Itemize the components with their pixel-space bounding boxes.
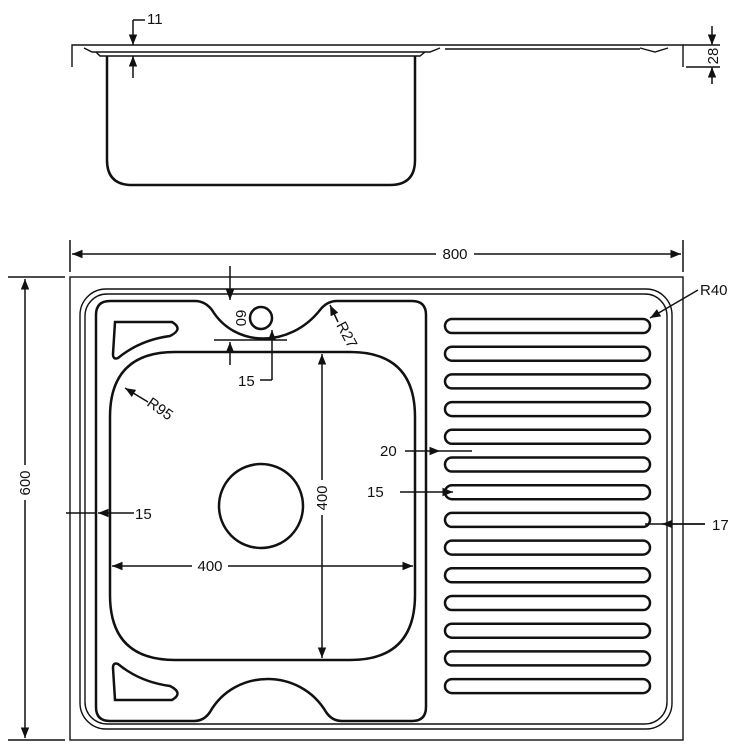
side-bowl: [105, 56, 417, 187]
drainer-rib: [443, 456, 652, 473]
drainer-rib: [443, 345, 652, 362]
drainer-ribs: [443, 317, 652, 695]
dim-side-margin-label: 15: [135, 506, 152, 523]
drainer-rib: [443, 511, 652, 529]
dim-bowl-width-label: 400: [197, 558, 222, 575]
dim-width-label: 800: [442, 246, 467, 263]
dim-flange-label: 11: [147, 11, 163, 28]
drainer-rib: [443, 400, 652, 418]
drainer-rib: [443, 677, 652, 695]
drainer-rib: [443, 373, 652, 390]
overflow-top: [111, 320, 179, 360]
drainer-rib: [443, 650, 652, 667]
tap-hole: [248, 305, 274, 331]
overflow-bottom: [111, 662, 179, 702]
drainer-rib: [443, 594, 652, 612]
outer-outline: [69, 276, 684, 741]
dim-rib-gap-label: 15: [367, 484, 384, 501]
drainer-rib: [443, 622, 652, 639]
dim-tap-offset-label: 60: [232, 310, 249, 327]
dim-corner-radius-label: R40: [700, 282, 728, 299]
drainer-rib: [443, 428, 652, 446]
drainer-rib: [443, 539, 652, 556]
dim-rib-pitch-label: 20: [380, 443, 397, 460]
dim-height-label: 28: [705, 48, 722, 65]
side-view: 11 28: [71, 11, 722, 187]
dim-rib-end-label: 17: [712, 517, 729, 534]
dim-bowl-length-label: 400: [314, 485, 331, 510]
dim-bowl-radius-label: R95: [144, 394, 176, 424]
side-rim: [71, 44, 684, 67]
rim-outer: [79, 288, 673, 730]
bowl-basin: [108, 350, 417, 662]
drainer-rib: [443, 483, 652, 501]
drain-hole: [217, 462, 305, 550]
drainer-rib: [443, 317, 652, 335]
dim-depth-label: 600: [17, 470, 34, 495]
dim-tap-gap-label: 15: [238, 373, 255, 390]
rim-inner: [84, 293, 668, 725]
top-view: 800 600 R40 60 15 R27 R95 20 15 15 17 40…: [8, 240, 729, 741]
dim-dip-radius-label: R27: [332, 319, 360, 351]
drainer-rib: [443, 567, 652, 584]
